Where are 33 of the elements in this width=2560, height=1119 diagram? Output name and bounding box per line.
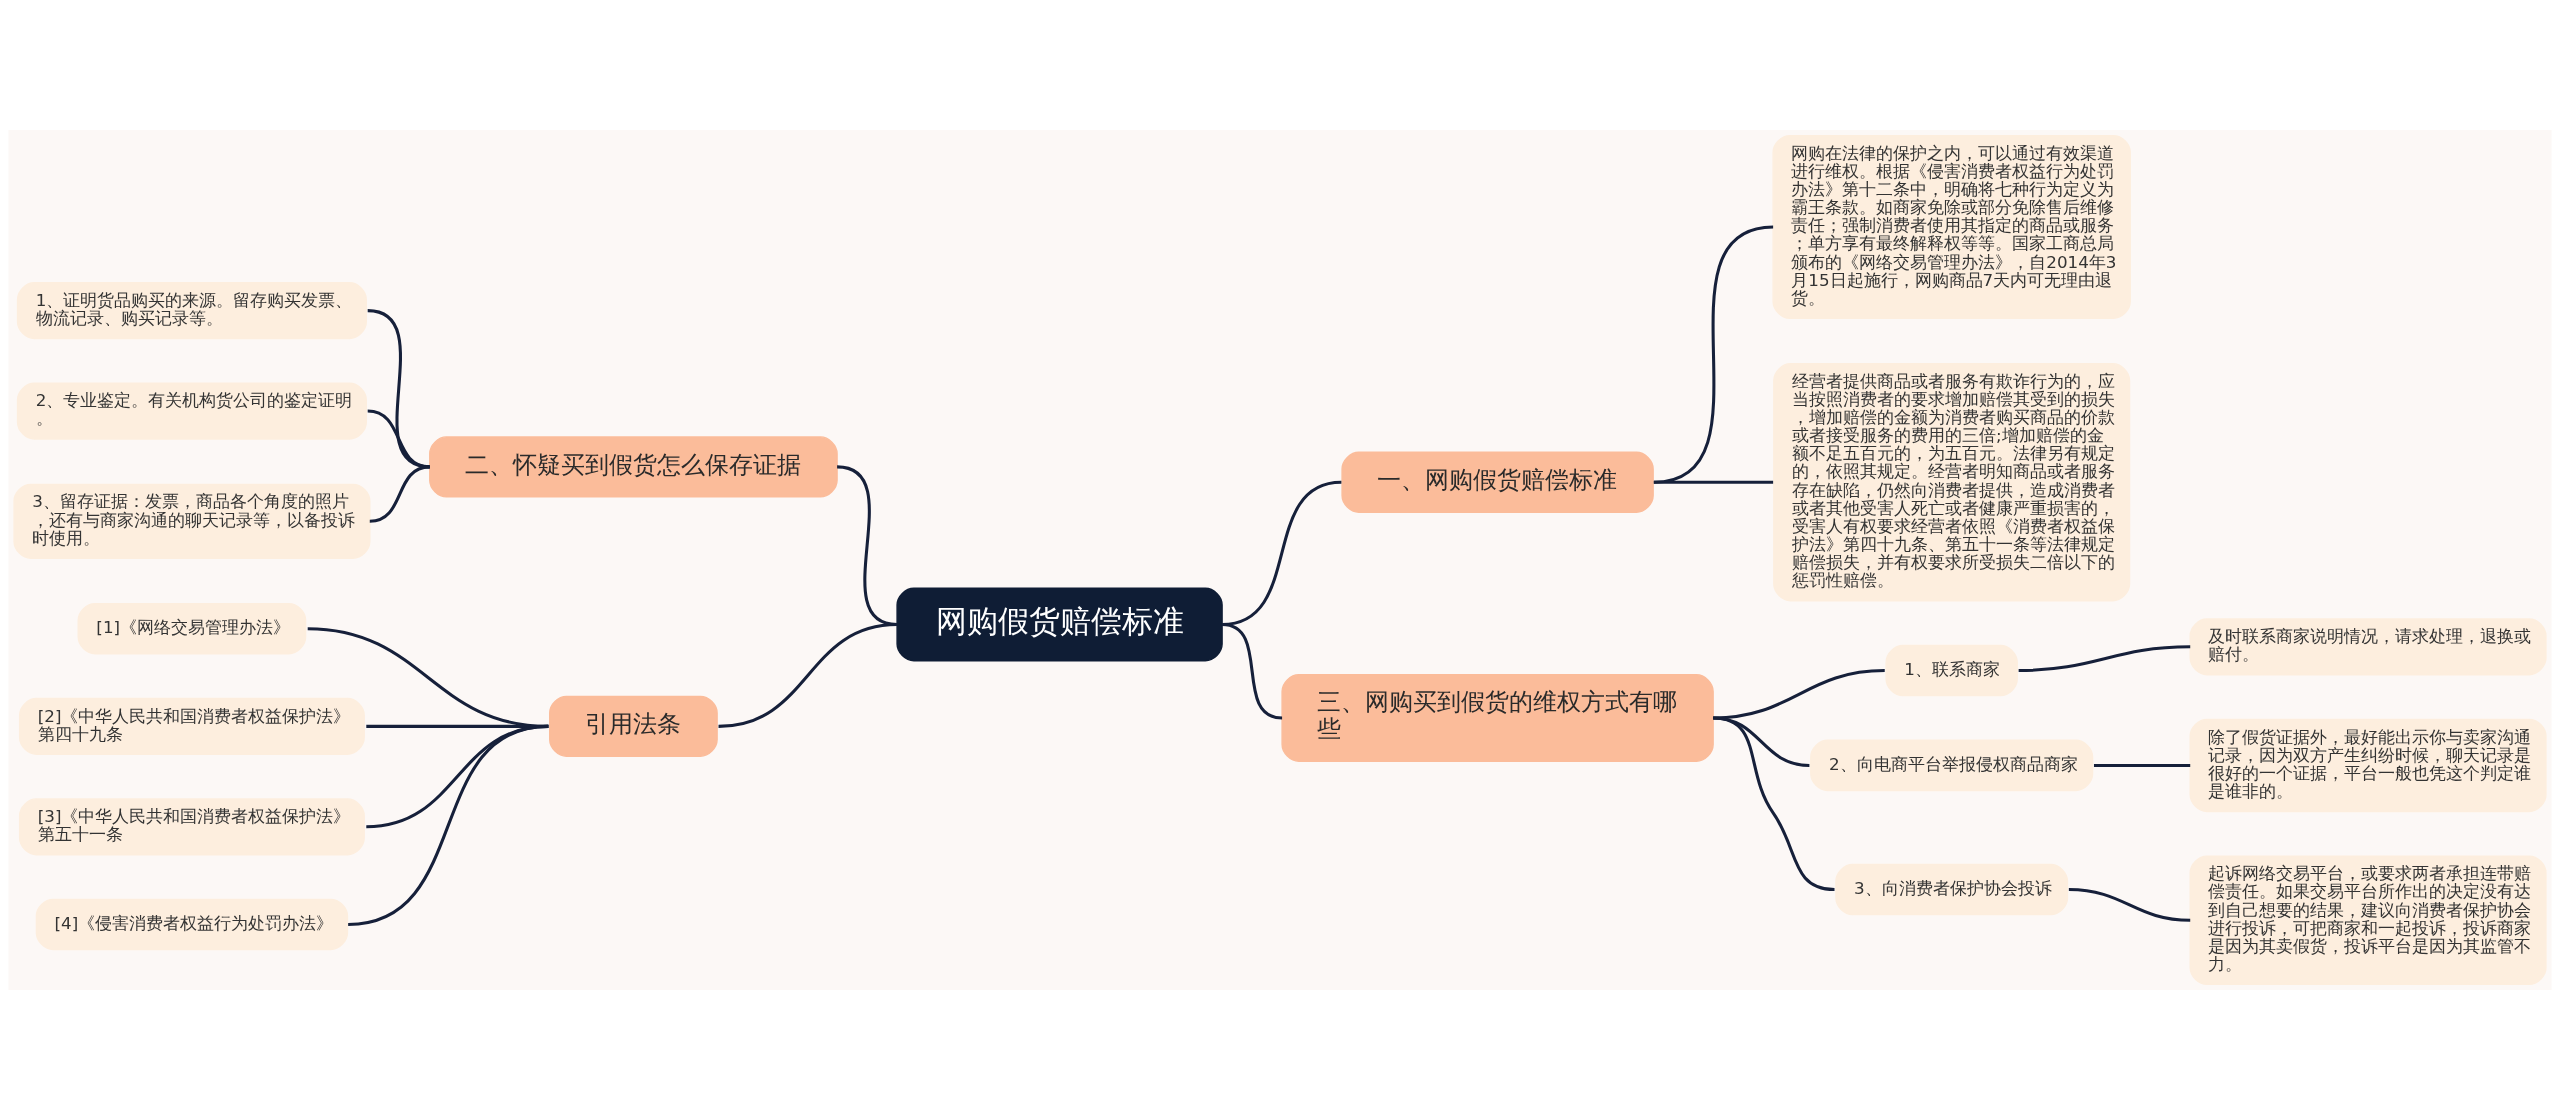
node-box: 三、网购买到假货的维权方式有哪些 xyxy=(1281,673,1714,762)
node-box: [1]《网络交易管理办法》 xyxy=(77,602,307,654)
node-box: 网购在法律的保护之内，可以通过有效渠道进行维权。根据《侵害消费者权益行为处罚办法》第十二条中，明确将七种行为定义为霸王条款。如商家免除或部分免除售后维修责任；强制消费者使用其指定的商品或服务；单方享有最终解释权等等。国家工商总局颁布的《网络交易管理办法》，自2014年3月15日起施行，网购商品7天内可无理由退货。 xyxy=(1772,134,2131,319)
node-box: 网购假货赔偿标准 xyxy=(896,587,1223,661)
connector xyxy=(2068,887,2191,922)
node-box: 1、证明货品购买的来源。留存购买发票、物流记录、购买记录等。 xyxy=(16,281,367,339)
node-box: 2、专业鉴定。有关机构货公司的鉴定证明。 xyxy=(16,382,367,440)
node-box: 一、网购假货赔偿标准 xyxy=(1341,451,1654,513)
node-box: 3、向消费者保护协会投诉 xyxy=(1835,863,2069,915)
node-box: 3、留存证据：发票，商品各个角度的照片，还有与商家沟通的聊天记录等，以备投诉时使用。 xyxy=(13,483,371,559)
node-box: 起诉网络交易平台，或要求两者承担连带赔偿责任。如果交易平台所作出的决定没有达到自己想要的结果，建议向消费者保护协会进行投诉，可把商家和一起投诉，投诉商家是因为其卖假货，投诉平台是因为其监管不力。 xyxy=(2189,854,2547,985)
node-box: 二、怀疑买到假货怎么保存证据 xyxy=(429,435,838,498)
connector xyxy=(2093,763,2191,767)
node-box: 引用法条 xyxy=(549,695,718,757)
node-box: [2]《中华人民共和国消费者权益保护法》第四十九条 xyxy=(18,697,365,755)
connector xyxy=(347,724,549,926)
connector xyxy=(1713,715,1835,891)
node-box: 及时联系商家说明情况，请求处理，退换或赔付。 xyxy=(2189,617,2547,675)
node-box: 经营者提供商品或者服务有欺诈行为的，应当按照消费者的要求增加赔偿其受到的损失，增加赔偿的金额为消费者购买商品的价款或者接受服务的费用的三倍;增加赔偿的金额不足五百元的，为五百元。法律另有规定的，依照其规定。经营者明知商品或者服务存在缺陷，仍然向消费者提供，造成消费者或者其他受害人死亡或者健康严重损害的，受害人有权要求经营者依照《消费者权益保护法》第四十九条、第五十一条等法律规定赔偿损失，并有权要求所受损失二倍以下的惩罚性赔偿。 xyxy=(1773,362,2131,601)
node-box: [3]《中华人民共和国消费者权益保护法》第五十一条 xyxy=(18,797,365,855)
connector xyxy=(1653,480,1774,484)
connector xyxy=(369,464,430,523)
connector xyxy=(1653,224,1774,484)
connector xyxy=(1713,668,1885,719)
node-box: 2、向电商平台举报侵权商品商家 xyxy=(1810,739,2094,791)
connector xyxy=(2018,644,2191,672)
node-box: 除了假货证据外，最好能出示你与卖家沟通记录，因为双方产生纠纷时候，聊天记录是很好的一个证据，平台一般也凭这个判定谁是谁非的。 xyxy=(2189,718,2547,812)
connector xyxy=(1221,622,1283,719)
connector xyxy=(367,409,430,468)
node-box: 1、联系商家 xyxy=(1885,644,2018,696)
connector xyxy=(367,308,431,468)
node-box: [4]《侵害消费者权益行为处罚办法》 xyxy=(35,898,349,950)
connector xyxy=(718,622,898,728)
